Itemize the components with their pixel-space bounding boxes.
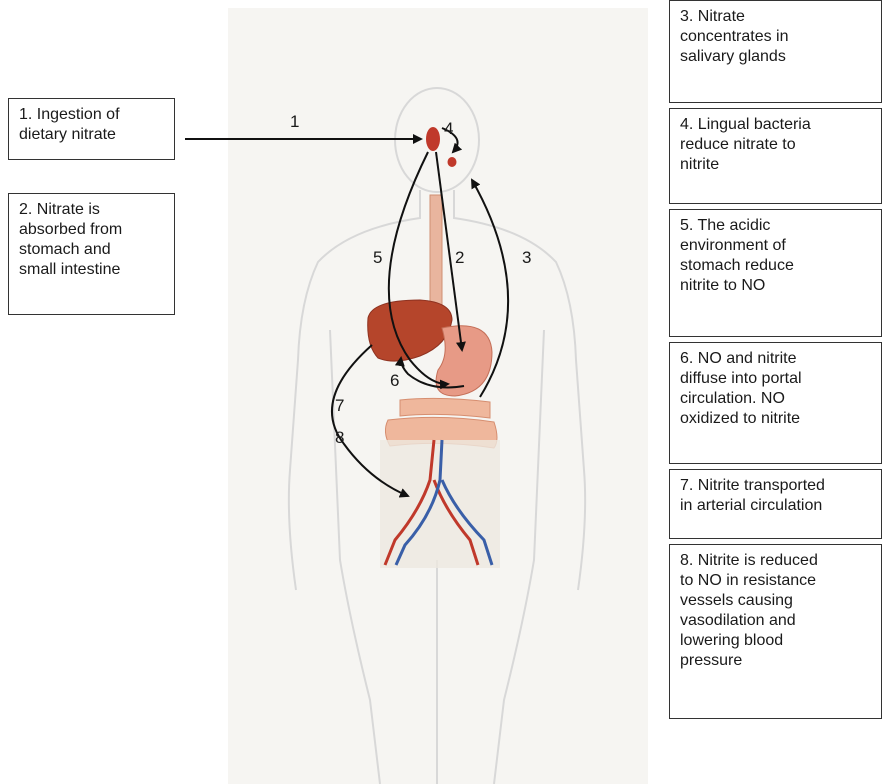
step-box-8: 8. Nitrite is reduced to NO in resistanc… bbox=[669, 544, 882, 719]
arrow-label-6: 6 bbox=[390, 372, 399, 390]
arrow-label-2: 2 bbox=[455, 249, 464, 267]
step-box-6: 6. NO and nitrite diffuse into portal ci… bbox=[669, 342, 882, 464]
step-text-4: 4. Lingual bacteria reduce nitrate to ni… bbox=[680, 116, 811, 173]
arrow-label-5: 5 bbox=[373, 249, 382, 267]
tongue-gland bbox=[448, 157, 457, 167]
arrow-label-8: 8 bbox=[335, 429, 344, 447]
arrow-label-3: 3 bbox=[522, 249, 531, 267]
salivary-gland bbox=[426, 127, 440, 151]
step-text-1: 1. Ingestion of dietary nitrate bbox=[19, 106, 120, 143]
step-box-1: 1. Ingestion of dietary nitrate bbox=[8, 98, 175, 160]
step-text-2: 2. Nitrate is absorbed from stomach and … bbox=[19, 201, 122, 278]
step-text-8: 8. Nitrite is reduced to NO in resistanc… bbox=[680, 552, 818, 669]
arrow-label-7: 7 bbox=[335, 397, 344, 415]
liver bbox=[368, 300, 452, 361]
stomach bbox=[436, 326, 492, 396]
step-text-3: 3. Nitrate concentrates in salivary glan… bbox=[680, 8, 789, 65]
step-box-3: 3. Nitrate concentrates in salivary glan… bbox=[669, 0, 882, 103]
step-box-5: 5. The acidic environment of stomach red… bbox=[669, 209, 882, 337]
step-text-7: 7. Nitrite transported in arterial circu… bbox=[680, 477, 825, 514]
step-text-5: 5. The acidic environment of stomach red… bbox=[680, 217, 794, 294]
step-text-6: 6. NO and nitrite diffuse into portal ci… bbox=[680, 350, 802, 427]
arrow-label-1: 1 bbox=[290, 113, 299, 131]
step-box-7: 7. Nitrite transported in arterial circu… bbox=[669, 469, 882, 539]
arrow-label-4: 4 bbox=[444, 120, 453, 138]
step-box-2: 2. Nitrate is absorbed from stomach and … bbox=[8, 193, 175, 315]
step-box-4: 4. Lingual bacteria reduce nitrate to ni… bbox=[669, 108, 882, 204]
